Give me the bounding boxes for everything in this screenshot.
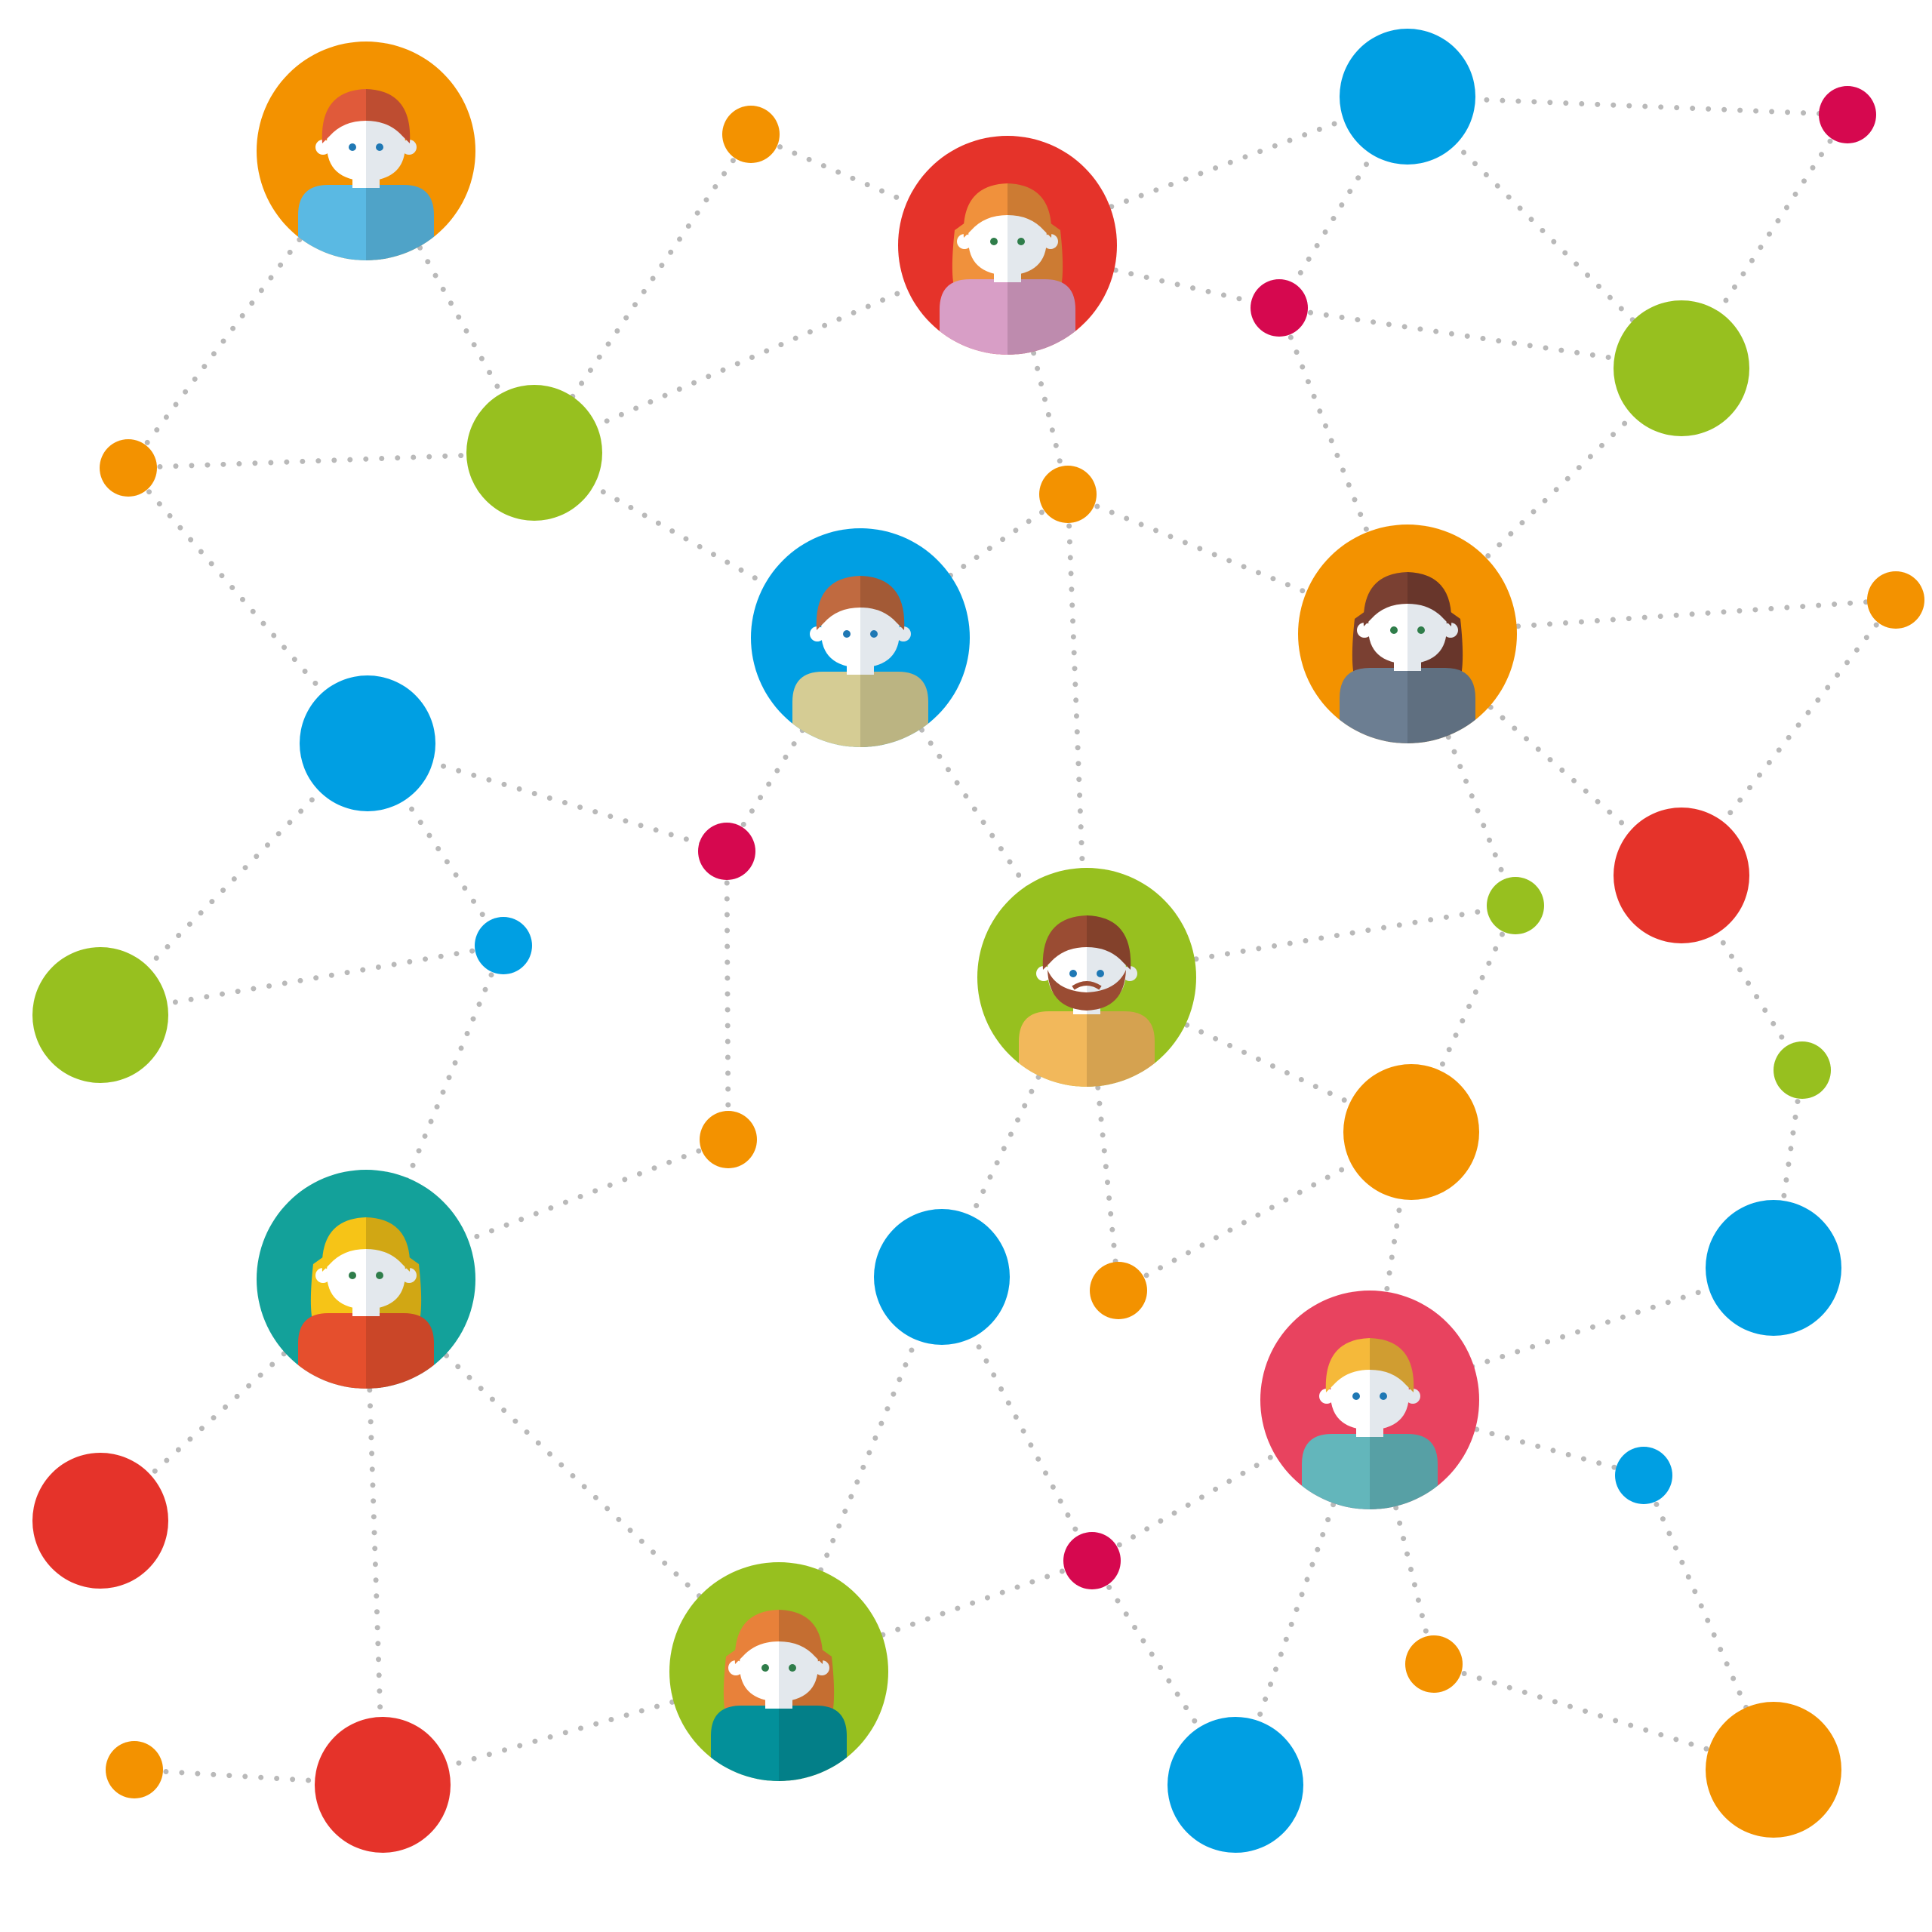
network-dot <box>1615 1447 1672 1504</box>
person-avatar <box>257 42 475 260</box>
eye <box>761 1664 769 1672</box>
connection-line <box>1678 597 1899 878</box>
eye <box>1352 1392 1360 1400</box>
hair <box>1363 572 1407 626</box>
eye <box>1069 970 1077 977</box>
hair <box>1042 915 1087 970</box>
connection-line <box>1065 491 1411 637</box>
person-avatar <box>751 528 970 747</box>
network-dot <box>100 439 157 497</box>
connection-line <box>380 1669 782 1788</box>
eye <box>1017 238 1025 245</box>
hair <box>734 1610 779 1664</box>
eye <box>1097 970 1104 977</box>
eye <box>349 143 356 151</box>
connection-line <box>1004 242 1071 497</box>
eye <box>1380 1392 1387 1400</box>
person-avatar <box>898 136 1117 355</box>
network-dot <box>1039 466 1097 523</box>
network-dot <box>1706 1200 1841 1336</box>
network-dot <box>300 675 435 811</box>
network-dot <box>698 823 755 880</box>
network-dot <box>1405 1635 1463 1693</box>
eye <box>789 1664 796 1672</box>
network-dot <box>1251 279 1308 337</box>
connection-line <box>1084 903 1518 980</box>
connection-line <box>1065 491 1090 980</box>
person-avatar <box>669 1562 888 1781</box>
person-avatar <box>257 1170 475 1389</box>
network-dot <box>700 1111 757 1168</box>
connection-line <box>363 1276 386 1788</box>
eye <box>1417 626 1425 634</box>
eye <box>1390 626 1398 634</box>
connection-line <box>748 131 1011 248</box>
network-dot <box>1867 571 1924 629</box>
hair <box>321 1217 366 1272</box>
network-dot <box>32 1453 168 1589</box>
person-avatar <box>977 868 1196 1087</box>
connection-line <box>125 465 371 746</box>
hair <box>816 576 860 630</box>
eye <box>376 143 383 151</box>
shirt <box>1340 668 1407 743</box>
eye <box>870 630 878 638</box>
shirt <box>298 185 366 260</box>
network-dot <box>1340 29 1475 165</box>
network-dot <box>315 1717 451 1853</box>
network-dot <box>32 947 168 1083</box>
network-dots <box>32 29 1924 1853</box>
connection-line <box>363 148 537 456</box>
person-avatars <box>257 42 1517 1781</box>
network-dot <box>1090 1262 1147 1319</box>
shirt <box>711 1706 779 1781</box>
network-dot <box>1614 300 1749 436</box>
connection-line <box>1404 94 1850 118</box>
network-dot <box>1063 1532 1121 1589</box>
person-avatar <box>1260 1291 1479 1509</box>
connection-line <box>363 1137 731 1282</box>
hair <box>321 89 366 143</box>
network-dot <box>1343 1064 1479 1200</box>
shirt <box>1019 1011 1087 1087</box>
connection-line <box>1678 872 1805 1073</box>
beard <box>1048 970 1126 1011</box>
network-dot <box>475 917 532 974</box>
network-dot <box>106 1741 163 1798</box>
connection-line <box>1276 94 1411 311</box>
hair <box>963 183 1008 238</box>
shirt <box>298 1313 366 1389</box>
network-dot <box>466 385 602 521</box>
network-dot <box>1706 1702 1841 1838</box>
connection-line <box>857 491 1071 641</box>
connection-line <box>531 131 754 456</box>
network-dot <box>1819 86 1876 143</box>
connection-line <box>1232 1397 1373 1788</box>
network-dot <box>722 106 780 163</box>
connection-line <box>857 635 1090 980</box>
network-dot <box>1487 877 1544 934</box>
connection-line <box>939 1274 1095 1564</box>
hair <box>1325 1338 1370 1392</box>
connection-line <box>1276 305 1411 637</box>
network-dot <box>1614 808 1749 943</box>
connection-line <box>1770 1067 1805 1271</box>
shirt <box>1302 1434 1370 1509</box>
eye <box>376 1272 383 1279</box>
connection-line <box>97 943 506 1018</box>
connection-line <box>724 848 731 1143</box>
connection-line <box>724 635 863 854</box>
eye <box>990 238 998 245</box>
eye <box>349 1272 356 1279</box>
network-dot <box>874 1209 1010 1345</box>
network-dot <box>1168 1717 1303 1853</box>
shirt <box>940 279 1008 355</box>
eye <box>843 630 851 638</box>
connection-line <box>1084 974 1121 1294</box>
person-avatar <box>1298 525 1517 743</box>
network-dot <box>1774 1041 1831 1099</box>
shirt <box>792 672 860 747</box>
